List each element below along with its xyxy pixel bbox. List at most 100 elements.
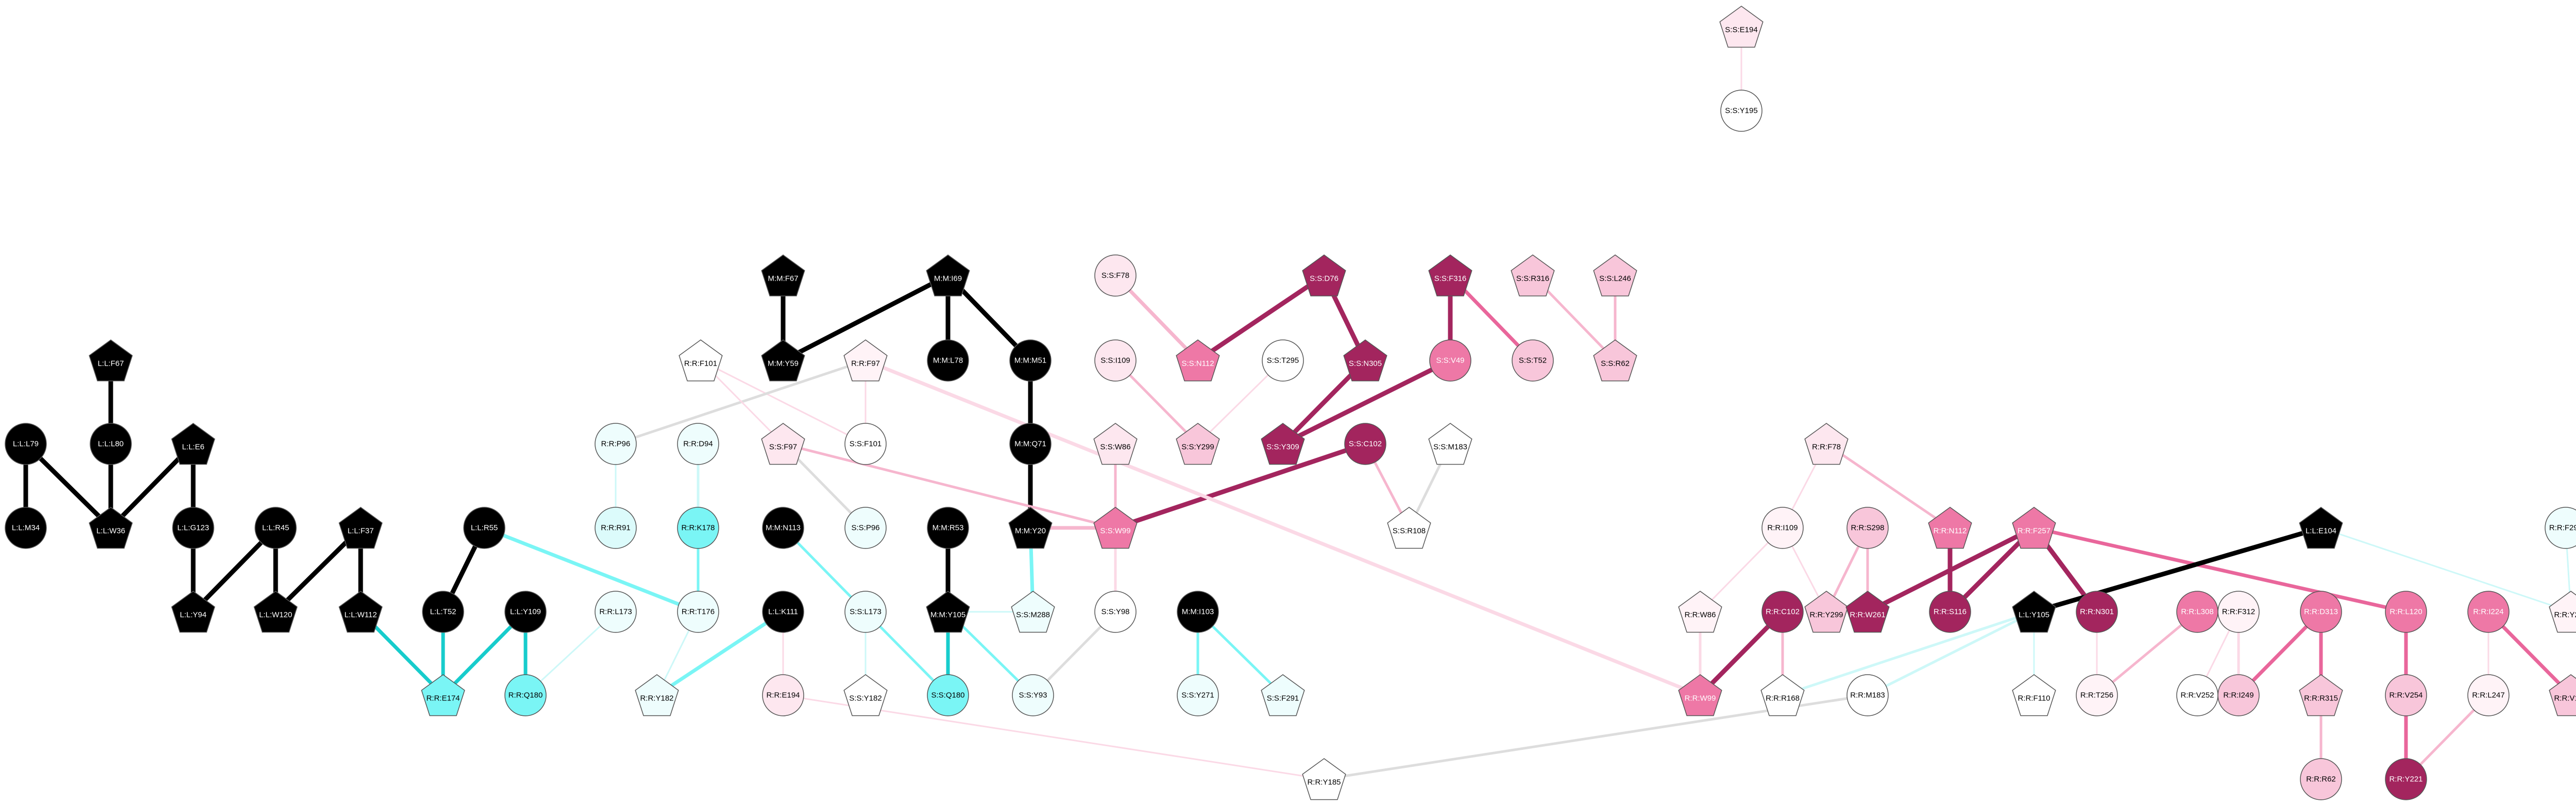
residue-node: S:S:V49: [1429, 339, 1471, 382]
residue-label: L:L:L80: [98, 440, 124, 449]
residue-label: S:S:R62: [1601, 359, 1630, 368]
circle-node-shape: [2385, 591, 2427, 633]
residue-label: R:R:R315: [2304, 694, 2338, 703]
residue-label: R:R:Y299: [1809, 611, 1843, 620]
pentagon-node-shape: [926, 254, 970, 297]
circle-node-shape: [677, 423, 719, 465]
interaction-edge: [1195, 273, 1327, 363]
circle-node-shape: [504, 674, 547, 716]
residue-node: R:R:Y182: [635, 674, 679, 716]
circle-node-shape: [1512, 339, 1554, 382]
circle-node-shape: [1761, 591, 1804, 633]
residue-node: L:L:L79: [5, 423, 47, 465]
pentagon-node-shape: [253, 591, 298, 633]
circle-node-shape: [677, 591, 719, 633]
circle-node-shape: [422, 591, 464, 633]
interaction-edge: [2031, 525, 2324, 614]
residue-node: S:S:F78: [1094, 254, 1137, 297]
circle-node-shape: [677, 507, 719, 549]
residue-node: R:R:Y185: [1302, 758, 1346, 800]
residue-label: L:L:Y94: [180, 611, 207, 620]
interaction-edge: [614, 359, 867, 445]
pentagon-node-shape: [89, 507, 133, 549]
residue-label: R:R:F97: [851, 359, 880, 368]
pentagon-node-shape: [1261, 423, 1305, 465]
residue-label: R:R:E174: [426, 694, 460, 703]
residue-node: M:M:Y20: [1008, 507, 1053, 549]
residue-label: R:R:Y185: [1307, 778, 1341, 787]
pentagon-node-shape: [761, 423, 805, 465]
residue-label: R:R:S116: [1934, 608, 1967, 616]
residue-node: M:M:L78: [927, 339, 969, 382]
pentagon-node-shape: [338, 507, 383, 549]
residue-node: M:M:I69: [926, 254, 970, 297]
residue-node: R:R:L120: [2385, 591, 2427, 633]
residue-node: R:R:I249: [2217, 674, 2260, 716]
residue-label: S:S:F78: [1101, 271, 1129, 280]
circle-node-shape: [927, 674, 969, 716]
residue-node: L:L:Y105: [2012, 591, 2056, 633]
residue-label: L:L:Y109: [510, 608, 541, 616]
residue-node: R:R:K178: [677, 507, 719, 549]
pentagon-node-shape: [1176, 339, 1220, 382]
circle-node-shape: [762, 674, 804, 716]
residue-label: S:S:W99: [1100, 527, 1130, 536]
residue-label: R:R:R168: [1766, 694, 1800, 703]
circle-node-shape: [2385, 758, 2427, 800]
circle-node-shape: [595, 507, 637, 549]
residue-label: R:R:E194: [766, 691, 800, 700]
pentagon-node-shape: [1804, 591, 1849, 633]
residue-node: R:R:C102: [1761, 591, 1804, 633]
residue-node: L:L:E6: [171, 423, 215, 465]
pentagon-node-shape: [1511, 254, 1555, 297]
circle-node-shape: [595, 423, 637, 465]
residue-label: R:R:F257: [2018, 527, 2050, 536]
pentagon-node-shape: [761, 254, 805, 297]
pentagon-node-shape: [2299, 507, 2343, 549]
residue-label: S:S:C102: [1349, 440, 1382, 449]
circle-node-shape: [1262, 339, 1304, 382]
residue-label: S:S:L173: [850, 608, 882, 616]
residue-label: M:M:I69: [934, 274, 962, 283]
circle-node-shape: [762, 591, 804, 633]
residue-node: S:S:Y271: [1177, 674, 1219, 716]
circle-node-shape: [927, 507, 969, 549]
residue-node: S:S:Y309: [1261, 423, 1305, 465]
residue-node: R:R:R315: [2299, 674, 2343, 716]
residue-label: L:L:M34: [12, 524, 40, 533]
residue-label: S:S:F101: [850, 440, 882, 449]
residue-label: M:M:Y20: [1015, 527, 1046, 536]
residue-node: R:R:F257: [2012, 507, 2056, 549]
residue-node: S:S:F291: [1261, 674, 1305, 716]
residue-node: R:R:N301: [2076, 591, 2118, 633]
residue-label: S:S:L246: [1599, 274, 1631, 283]
circle-node-shape: [1177, 674, 1219, 716]
residue-label: L:L:L79: [13, 440, 39, 449]
residue-label: S:S:F316: [1434, 274, 1467, 283]
residue-node: S:S:Y98: [1094, 591, 1137, 633]
residue-node: S:S:M183: [1428, 423, 1472, 465]
residue-label: R:R:Q180: [509, 691, 543, 700]
interaction-edge: [1280, 358, 1453, 447]
residue-label: M:M:R53: [933, 524, 964, 533]
circle-node-shape: [2545, 507, 2576, 549]
residue-label: M:M:M51: [1014, 356, 1047, 365]
residue-label: S:S:T52: [1519, 356, 1547, 365]
residue-node: M:M:Y59: [761, 339, 805, 382]
pentagon-node-shape: [1845, 591, 1890, 633]
residue-node: R:R:T256: [2076, 674, 2118, 716]
pentagon-node-shape: [1176, 423, 1220, 465]
residue-node: S:S:Y195: [1720, 90, 1762, 132]
residue-node: M:M:I103: [1177, 591, 1219, 633]
pentagon-node-shape: [2012, 507, 2056, 549]
residue-node: L:L:Y109: [504, 591, 547, 633]
circle-node-shape: [844, 591, 887, 633]
circle-node-shape: [1094, 591, 1137, 633]
residue-node: R:R:L247: [2467, 674, 2510, 716]
pentagon-node-shape: [1678, 674, 1722, 716]
residue-label: L:L:K111: [768, 608, 798, 616]
residue-node: S:S:N112: [1176, 339, 1220, 382]
circle-node-shape: [2076, 674, 2118, 716]
circle-node-shape: [1094, 339, 1137, 382]
